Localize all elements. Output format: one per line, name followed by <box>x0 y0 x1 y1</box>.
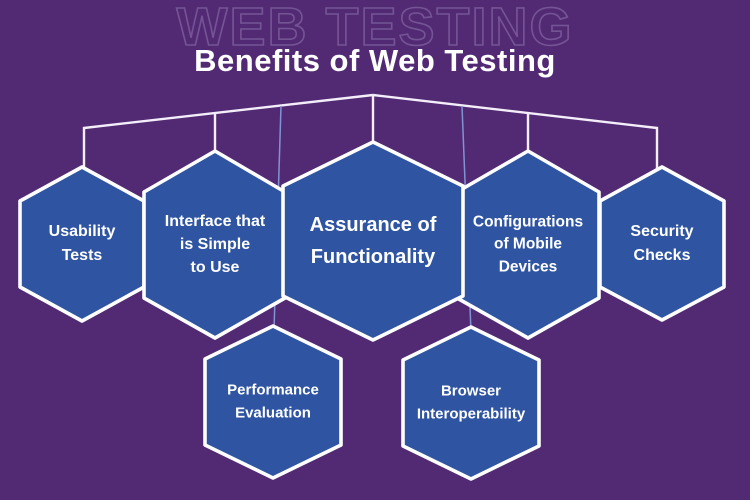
hexagon-label-interface-simple-to-use: Interface that is Simple to Use <box>164 213 266 277</box>
hexagon-label-browser-interoperability: Browser Interoperability <box>416 382 526 423</box>
watermark-text: WEB TESTING <box>176 0 574 57</box>
hexagon-performance-evaluation <box>203 324 343 480</box>
hexagon-label-security-checks: Security Checks <box>630 223 694 264</box>
hexagon-shapes <box>18 140 726 481</box>
connector-lines <box>82 93 659 172</box>
page-title: Benefits of Web Testing <box>194 43 556 78</box>
connector-left-branch <box>82 93 374 172</box>
connector-right-branch <box>372 93 659 172</box>
hexagon-assurance-of-functionality <box>281 140 465 342</box>
hexagon-label-usability-tests: Usability Tests <box>48 223 116 264</box>
hexagon-browser-interoperability <box>401 325 541 481</box>
hexagon-label-assurance-of-functionality: Assurance of Functionality <box>309 214 437 268</box>
hexagon-label-performance-evaluation: Performance Evaluation <box>227 381 319 422</box>
hexagon-security-checks <box>598 165 726 322</box>
hexagon-label-mobile-device-configurations: Configurations of Mobile Devices <box>472 213 584 276</box>
